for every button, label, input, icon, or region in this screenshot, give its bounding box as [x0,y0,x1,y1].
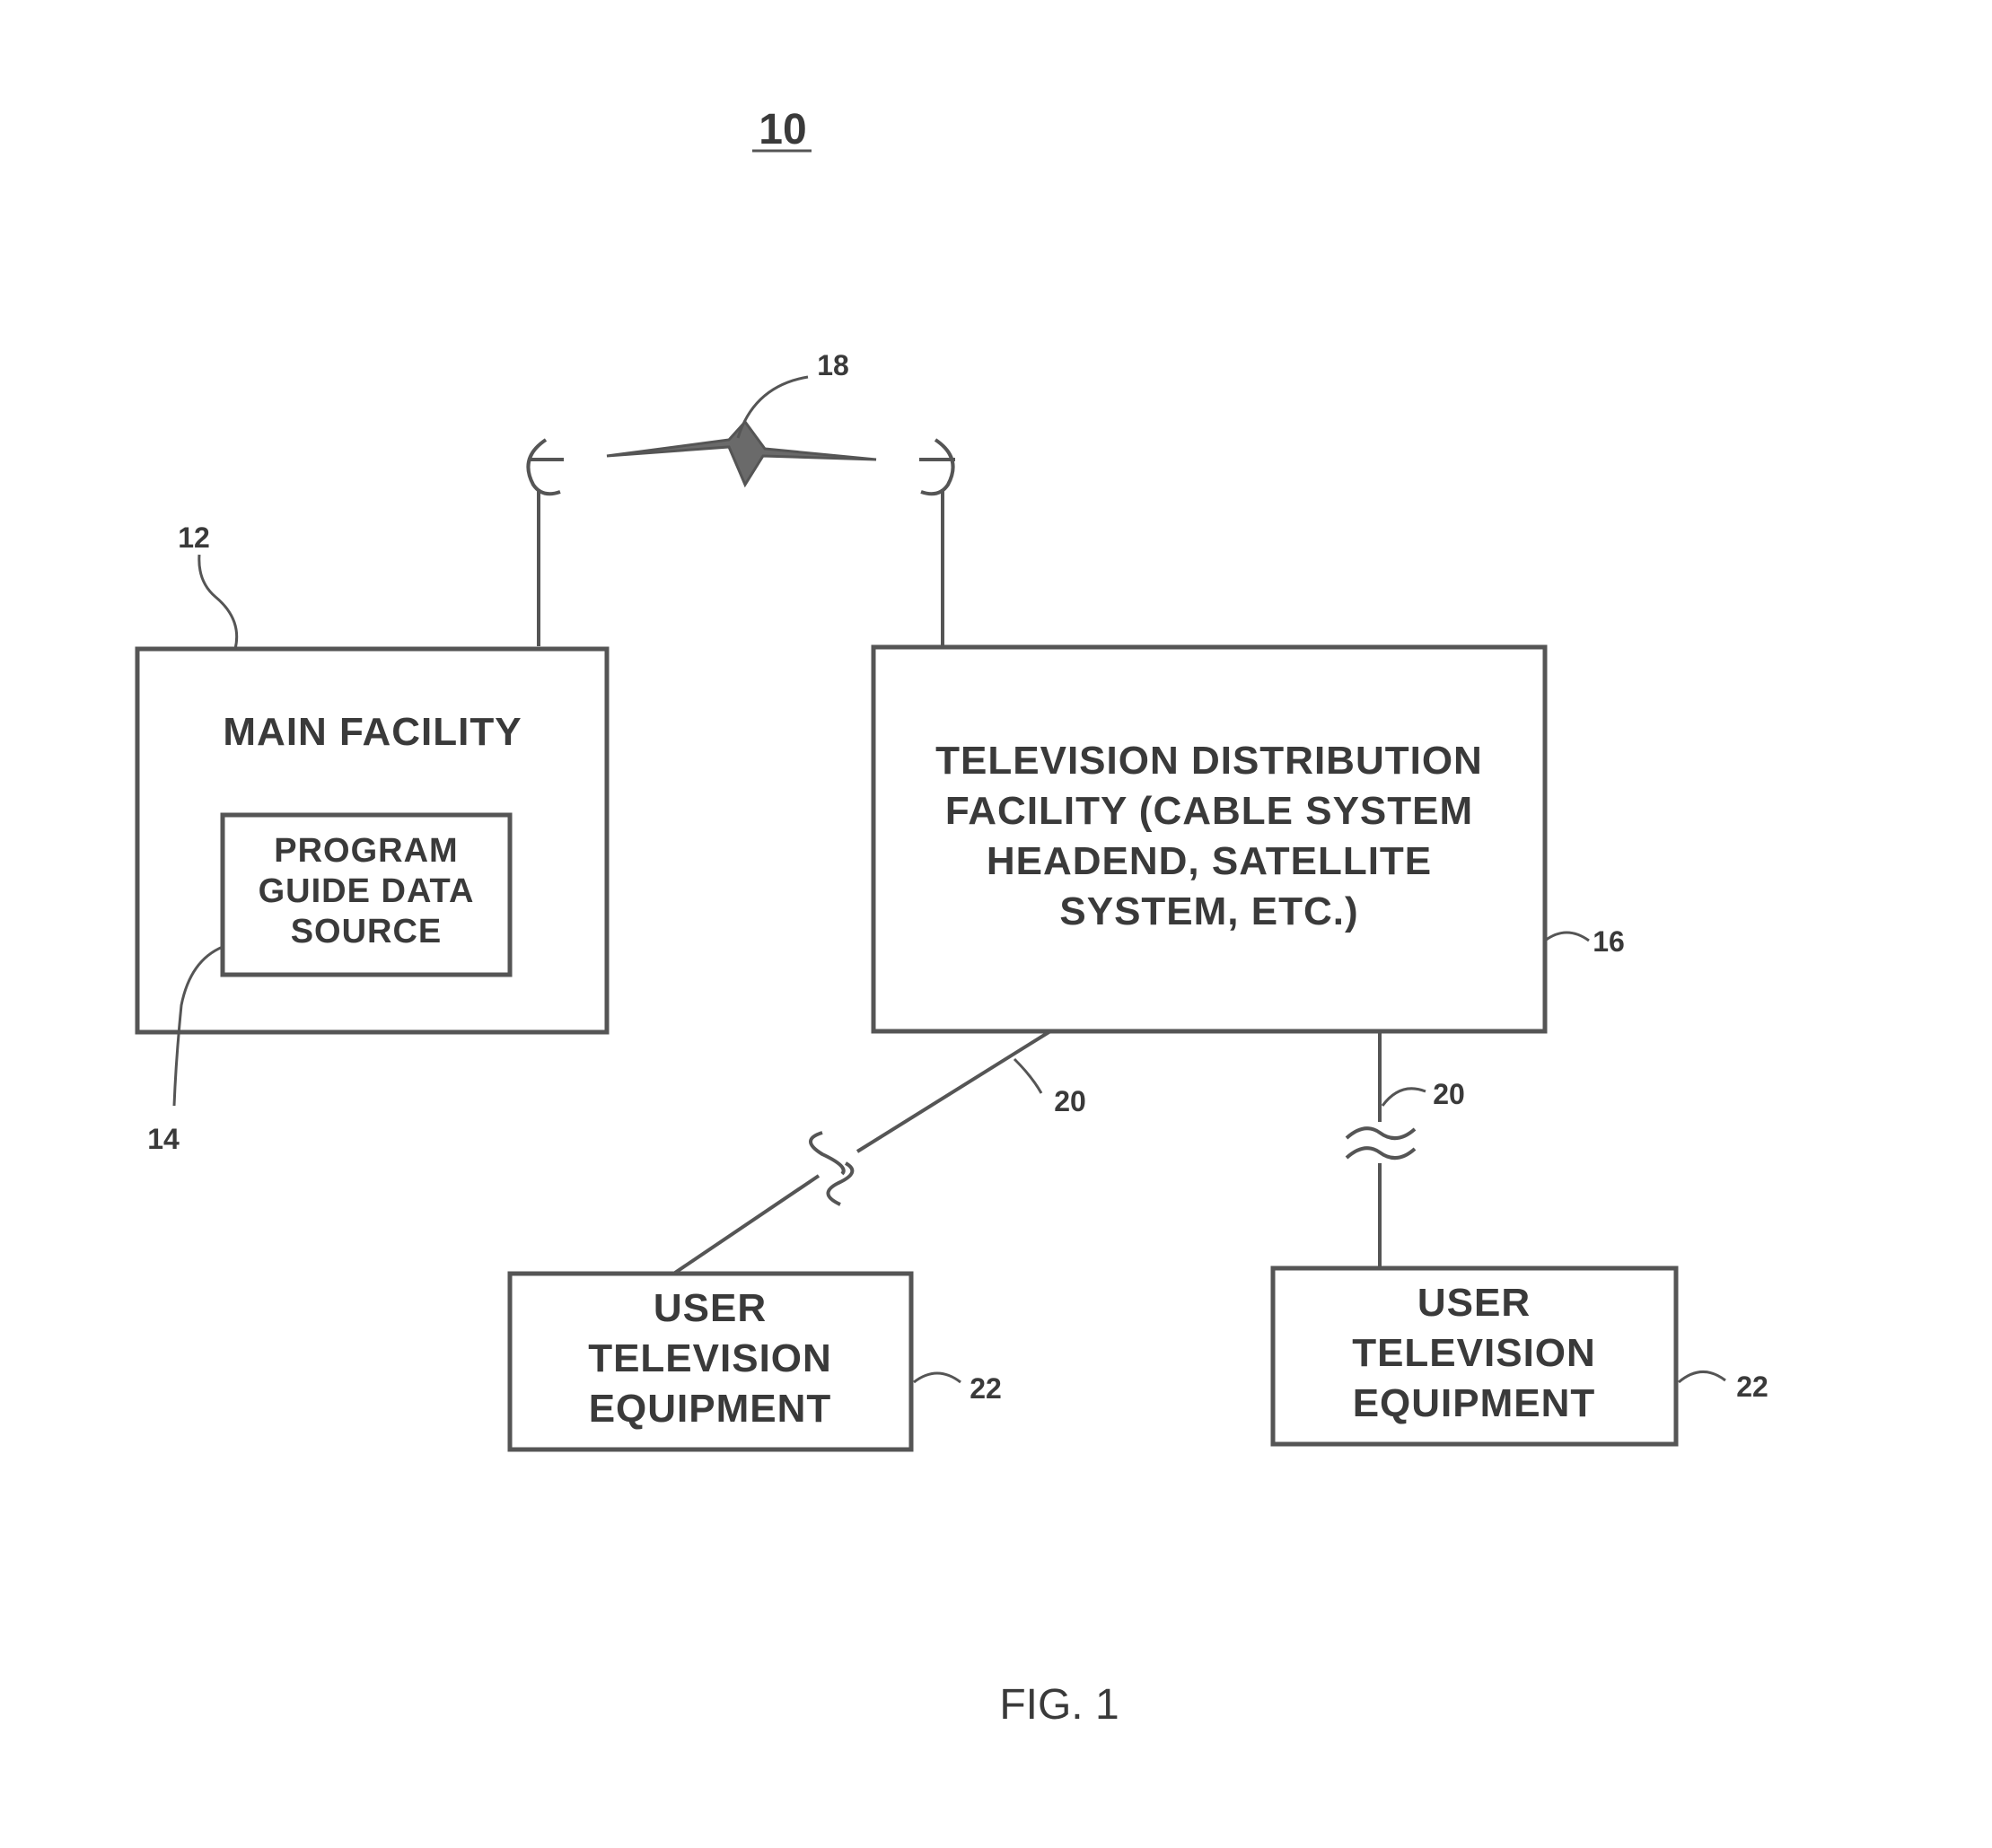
ref-18: 18 [817,349,849,381]
ref-14: 14 [147,1123,180,1155]
data-source-line-1: PROGRAM [274,832,458,870]
user-equipment-line-1: USER [654,1286,767,1330]
user-equipment-line-1: USER [1417,1281,1531,1325]
link-right: 20 [1347,1031,1465,1269]
ref-22-left: 22 [970,1372,1002,1405]
user-equipment-line-3: EQUIPMENT [1353,1381,1596,1425]
right-antenna-icon [921,440,953,494]
distribution-line-1: TELEVISION DISTRIBUTION [935,739,1483,783]
distribution-line-4: SYSTEM, ETC.) [1059,889,1358,933]
ref-16: 16 [1593,925,1625,958]
figure-caption: FIG. 1 [999,1681,1119,1729]
main-facility: MAIN FACILITY 12 PROGRAM GUIDE DATA SOUR… [137,521,607,1155]
user-equipment-line-3: EQUIPMENT [589,1387,832,1431]
user-equipment-left: USER TELEVISION EQUIPMENT 22 [510,1274,1002,1449]
line-break-icon [1347,1128,1415,1158]
figure-number: 10 [759,106,806,153]
line-break-icon [811,1133,852,1204]
distribution-facility: TELEVISION DISTRIBUTION FACILITY (CABLE … [873,647,1625,1031]
ref-12: 12 [178,521,210,554]
distribution-line-3: HEADEND, SATELLITE [987,839,1432,883]
ref-22-right: 22 [1736,1371,1768,1403]
user-equipment-line-2: TELEVISION [1352,1331,1596,1375]
data-source-line-2: GUIDE DATA [259,872,475,910]
user-equipment-line-2: TELEVISION [588,1336,832,1380]
wireless-link: 18 [528,349,955,646]
ref-20-right: 20 [1433,1078,1465,1110]
data-source-line-3: SOURCE [291,913,443,950]
distribution-line-2: FACILITY (CABLE SYSTEM [945,789,1473,833]
link-left: 20 [675,1031,1086,1273]
main-facility-label: MAIN FACILITY [223,710,522,754]
ref-20-left: 20 [1054,1085,1086,1117]
left-antenna-icon [528,440,560,494]
user-equipment-right: USER TELEVISION EQUIPMENT 22 [1273,1268,1768,1444]
